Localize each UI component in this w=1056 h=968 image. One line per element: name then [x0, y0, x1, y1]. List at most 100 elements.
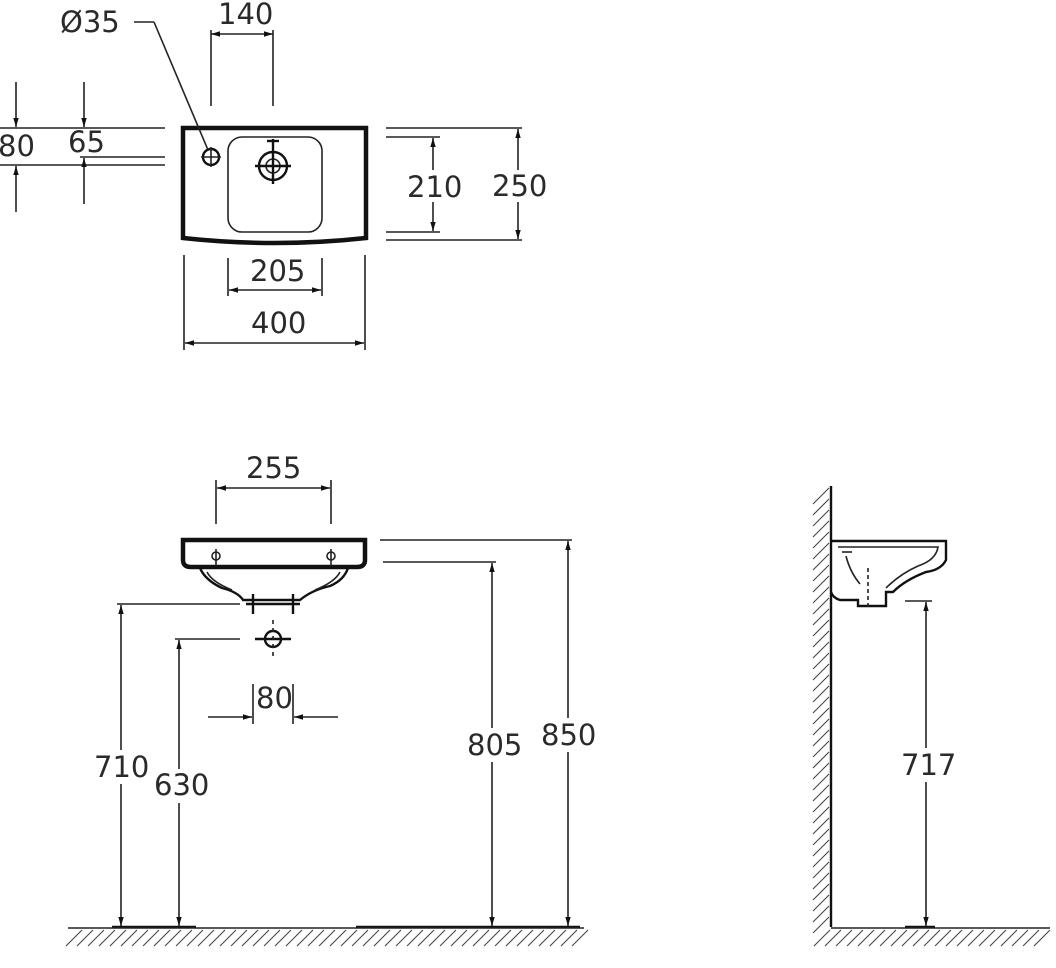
hatch-line: [252, 929, 270, 947]
hatch-line: [87, 929, 105, 947]
hatch-line: [812, 729, 830, 747]
hatch-line: [967, 929, 985, 947]
hatch-line: [351, 929, 369, 947]
hatch-line: [1000, 929, 1018, 947]
hatch-line: [890, 929, 908, 947]
hatch-line: [812, 597, 830, 615]
hatch-line: [812, 553, 830, 571]
dim-hole-offset-a: 80: [0, 129, 35, 163]
hatch-line: [230, 929, 248, 947]
floor-side: [813, 925, 1051, 947]
hatch-line: [384, 929, 402, 947]
hatch-line: [812, 619, 830, 637]
hatch-line: [461, 929, 479, 947]
hatch-line: [329, 929, 347, 947]
hatch-line: [812, 718, 830, 736]
hatch-line: [812, 586, 830, 604]
bowl-underside-front: [198, 567, 350, 602]
inner-bowl-top: [227, 136, 323, 233]
hatch-line: [846, 929, 864, 947]
hatch-line: [406, 929, 424, 947]
hatch-line: [812, 630, 830, 648]
dim-hole-offset-b: 65: [68, 125, 105, 159]
hatch-line: [142, 929, 160, 947]
dim-height-717: 717: [901, 748, 956, 782]
hatch-line: [538, 929, 556, 947]
hatch-line: [812, 575, 830, 593]
hatch-line: [812, 674, 830, 692]
hatch-line: [812, 641, 830, 659]
hatch-line: [307, 929, 325, 947]
hatch-line: [1022, 929, 1040, 947]
hatch-line: [812, 564, 830, 582]
basin-outline-top: [180, 125, 369, 246]
hatch-line: [812, 652, 830, 670]
hatch-line: [197, 929, 215, 947]
hatch-line: [812, 828, 830, 846]
dim-waste-spacing: 80: [256, 681, 293, 715]
hatch-line: [978, 929, 996, 947]
hatch-line: [812, 696, 830, 714]
hatch-line: [812, 487, 830, 505]
hatch-line: [812, 542, 830, 560]
hatch-line: [812, 817, 830, 835]
hatch-line: [812, 883, 830, 901]
hatch-line: [812, 509, 830, 527]
hatch-line: [164, 929, 182, 947]
hatch-line: [175, 929, 193, 947]
hatch-line: [274, 929, 292, 947]
hatch-line: [868, 929, 886, 947]
hatch-line: [76, 929, 94, 947]
hatch-line: [186, 929, 204, 947]
hatch-line: [812, 861, 830, 879]
hatch-line: [812, 762, 830, 780]
hatch-line: [285, 929, 303, 947]
hatch-line: [812, 839, 830, 857]
hatch-line: [439, 929, 457, 947]
waste-symbol-top: [255, 139, 291, 184]
hatch-line: [483, 929, 501, 947]
wall-side: [812, 486, 833, 934]
dim-bowl-depth: 210: [407, 170, 462, 204]
dim-height-630: 630: [154, 768, 209, 802]
side-view: 717: [812, 486, 1051, 947]
hatch-line: [879, 929, 897, 947]
hatch-line: [945, 929, 963, 947]
hatch-line: [813, 929, 831, 947]
tap-hole-symbol: [201, 147, 221, 167]
hatch-line: [241, 929, 259, 947]
hatch-line: [109, 929, 127, 947]
hatch-line: [296, 929, 314, 947]
hatch-line: [912, 929, 930, 947]
hatch-line: [219, 929, 237, 947]
top-view: Ø35 140 80 65 210 250 205: [0, 0, 552, 350]
hatch-line: [65, 929, 83, 947]
dim-height-710: 710: [94, 750, 149, 784]
hatch-line: [812, 685, 830, 703]
dim-fixing-spacing: 255: [246, 451, 301, 485]
hatch-line: [120, 929, 138, 947]
hatch-line: [505, 929, 523, 947]
hatch-line: [812, 608, 830, 626]
hatch-line: [571, 929, 589, 947]
hatch-line: [812, 784, 830, 802]
hatch-line: [812, 905, 830, 923]
hatch-line: [450, 929, 468, 947]
hatch-line: [812, 795, 830, 813]
hatch-line: [812, 520, 830, 538]
hatch-line: [989, 929, 1007, 947]
floor-front: [65, 925, 589, 947]
hatch-line: [812, 894, 830, 912]
hatch-line: [417, 929, 435, 947]
hatch-line: [516, 929, 534, 947]
hatch-line: [812, 751, 830, 769]
hatch-line: [263, 929, 281, 947]
hatch-line: [494, 929, 512, 947]
hatch-line: [98, 929, 116, 947]
hatch-line: [395, 929, 413, 947]
hatch-line: [901, 929, 919, 947]
hatch-line: [812, 531, 830, 549]
waste-outlet-symbol: [255, 620, 291, 660]
hatch-line: [812, 707, 830, 725]
